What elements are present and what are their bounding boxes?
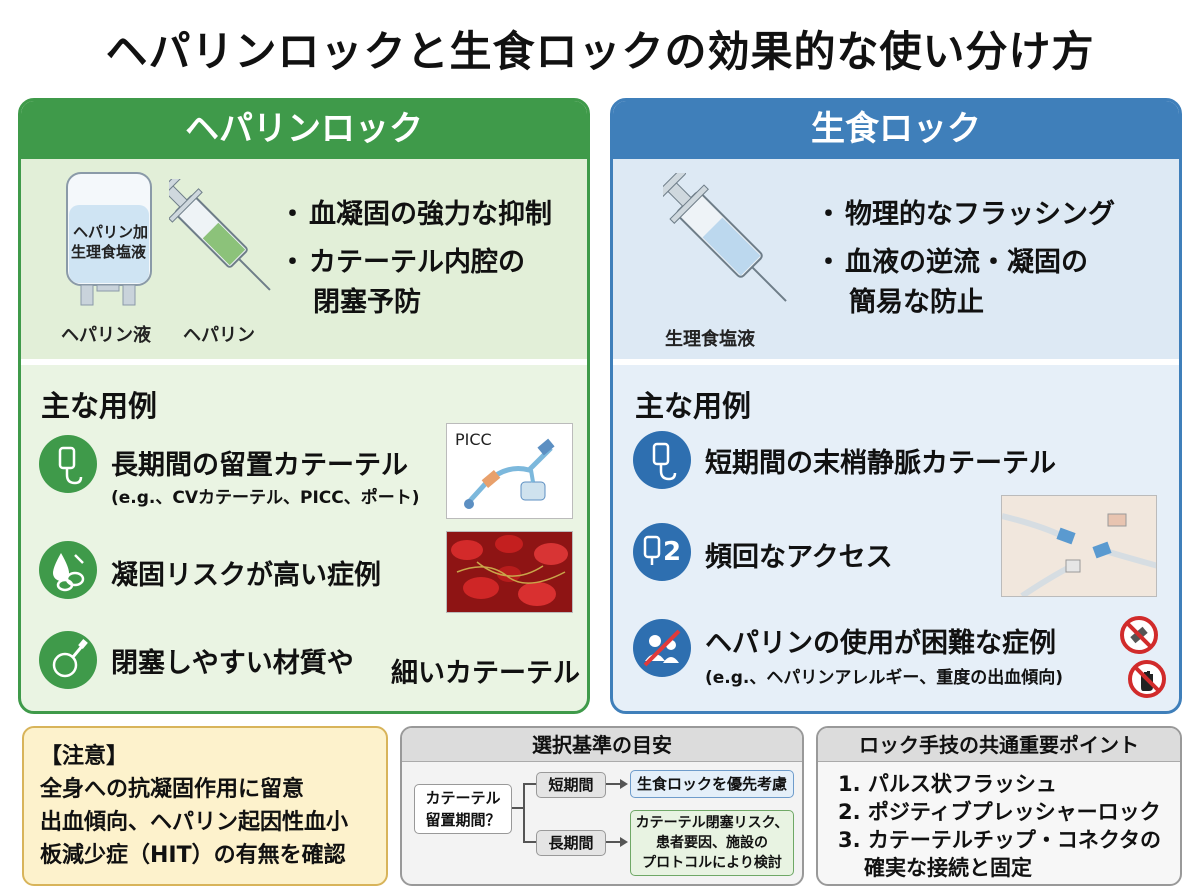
- heparin-lock-panel: ヘパリンロック ヘパリン加 生理食塩液 ヘパリン液 ヘパリン 血凝固の: [18, 98, 590, 714]
- flow-long-term-result: カテーテル閉塞リスク、 患者要因、施設の プロトコルにより検討: [630, 810, 794, 876]
- saline-usecase-2-text: 頻回なアクセス: [705, 542, 893, 573]
- heparin-panel-header: ヘパリンロック: [21, 101, 587, 159]
- heparin-syringe-icon: [169, 179, 271, 291]
- flow-long-result-line-3: プロトコルにより検討: [642, 855, 782, 871]
- saline-usecases-title: 主な用例: [635, 389, 752, 423]
- criteria-heading: 選択基準の目安: [402, 728, 802, 762]
- no-hand-icon: [1128, 660, 1166, 698]
- point-item-3-cont: 確実な接続と固定: [864, 856, 1032, 880]
- flow-start-line-2: 留置期間？: [425, 811, 501, 829]
- saline-feature-1: 物理的なフラッシング: [815, 195, 1115, 235]
- no-syringe-icon: [1120, 616, 1158, 654]
- criteria-flow-connectors: [512, 779, 628, 847]
- iv-bag-caption: ヘパリン液: [61, 325, 151, 346]
- points-heading: ロック手技の共通重要ポイント: [818, 728, 1180, 762]
- picc-label: PICC: [455, 430, 492, 449]
- iv-drip-icon: [39, 435, 97, 493]
- heparin-usecases-title: 主な用例: [41, 389, 158, 423]
- people-no-icon: [633, 619, 691, 677]
- caution-line-3: 板減少症（HIT）の有無を確認: [40, 843, 346, 868]
- heparin-feature-2b: 閉塞予防: [313, 287, 421, 318]
- flow-long-result-line-1: カテーテル閉塞リスク、: [635, 815, 789, 831]
- caution-line-2: 出血傾向、ヘパリン起因性血小: [40, 810, 349, 835]
- heparin-usecase-3a-text: 閉塞しやすい材質や: [111, 648, 354, 679]
- heparin-feature-1: 血凝固の強力な抑制: [279, 195, 552, 235]
- saline-syringe-icon: [663, 173, 787, 302]
- iv-bag-label-2: 生理食塩液: [71, 243, 147, 261]
- saline-overview: 生理食塩液 物理的なフラッシング 血液の逆流・凝固の 簡易な防止: [613, 159, 1179, 359]
- saline-feature-list: 物理的なフラッシング 血液の逆流・凝固の 簡易な防止: [815, 195, 1115, 323]
- blood-clot-image: [446, 531, 573, 613]
- flow-start-node: カテーテル 留置期間？: [414, 784, 512, 834]
- saline-usecase-3-sub: (e.g.、ヘパリンアレルギー、重度の出血傾向): [705, 668, 1063, 688]
- flow-start-line-1: カテーテル: [425, 789, 501, 807]
- point-item-1: 1. パルス状フラッシュ: [838, 772, 1057, 796]
- point-item-3: 3. カテーテルチップ・コネクタの: [838, 828, 1162, 852]
- caution-heading: 【注意】: [40, 744, 129, 769]
- catheter-tube-icon: [39, 631, 97, 689]
- iv-bag-label-1: ヘパリン加: [73, 223, 149, 241]
- flow-short-term-node: 短期間: [536, 772, 606, 798]
- caution-note: 【注意】 全身への抗凝固作用に留意 出血傾向、ヘパリン起因性血小 板減少症（HI…: [22, 726, 388, 886]
- selection-criteria-box: 選択基準の目安 カテーテル 留置期間？ 短期間 生食ロックを優先考慮 長期間 カ…: [400, 726, 804, 886]
- saline-usecase-1-text: 短期間の末梢静脈カテーテル: [705, 448, 1056, 479]
- flow-short-term-result: 生食ロックを優先考慮: [630, 770, 794, 798]
- flow-long-result-line-2: 患者要因、施設の: [656, 835, 768, 851]
- saline-panel-header: 生食ロック: [613, 101, 1179, 159]
- picc-catheter-image: PICC: [446, 423, 573, 519]
- iv-drip-icon: [633, 431, 691, 489]
- heparin-usecase-3b-text: 細いカテーテル: [391, 658, 580, 689]
- points-list: 1. パルス状フラッシュ 2. ポジティブプレッシャーロック 3. カテーテルチ…: [818, 762, 1180, 882]
- heparin-usecase-1-text: 長期間の留置カテーテル: [111, 450, 408, 481]
- heparin-syringe-caption: ヘパリン: [183, 325, 255, 346]
- repeat-count-badge: 2: [663, 537, 682, 567]
- heparin-feature-list: 血凝固の強力な抑制 カテーテル内腔の 閉塞予防: [279, 195, 552, 323]
- iv-drip-repeat-icon: 2: [633, 523, 691, 581]
- key-points-box: ロック手技の共通重要ポイント 1. パルス状フラッシュ 2. ポジティブプレッシ…: [816, 726, 1182, 886]
- page-title: ヘパリンロックと生食ロックの効果的な使い分け方: [105, 27, 1095, 76]
- point-item-2: 2. ポジティブプレッシャーロック: [838, 800, 1161, 824]
- saline-syringe-caption: 生理食塩液: [665, 329, 755, 350]
- iv-connectors-image: [1001, 495, 1157, 597]
- saline-feature-2a: 血液の逆流・凝固の: [815, 243, 1115, 283]
- heparin-overview: ヘパリン加 生理食塩液 ヘパリン液 ヘパリン 血凝固の強力な抑制 カテーテル内腔…: [21, 159, 587, 359]
- heparin-usecase-1-sub: (e.g.、CVカテーテル、PICC、ポート): [111, 488, 420, 508]
- blood-drop-icon: [39, 541, 97, 599]
- heparin-usecase-2-text: 凝固リスクが高い症例: [111, 560, 381, 591]
- caution-line-1: 全身への抗凝固作用に留意: [40, 777, 305, 802]
- saline-usecase-3-text: ヘパリンの使用が困難な症例: [705, 628, 1056, 659]
- iv-bag-icon: [66, 172, 152, 306]
- flow-long-term-node: 長期間: [536, 830, 606, 856]
- saline-lock-panel: 生食ロック 生理食塩液 物理的なフラッシング 血液の逆流・凝固の 簡易な防止 主…: [610, 98, 1182, 714]
- heparin-feature-2a: カテーテル内腔の: [279, 243, 552, 283]
- saline-feature-2b: 簡易な防止: [849, 287, 984, 318]
